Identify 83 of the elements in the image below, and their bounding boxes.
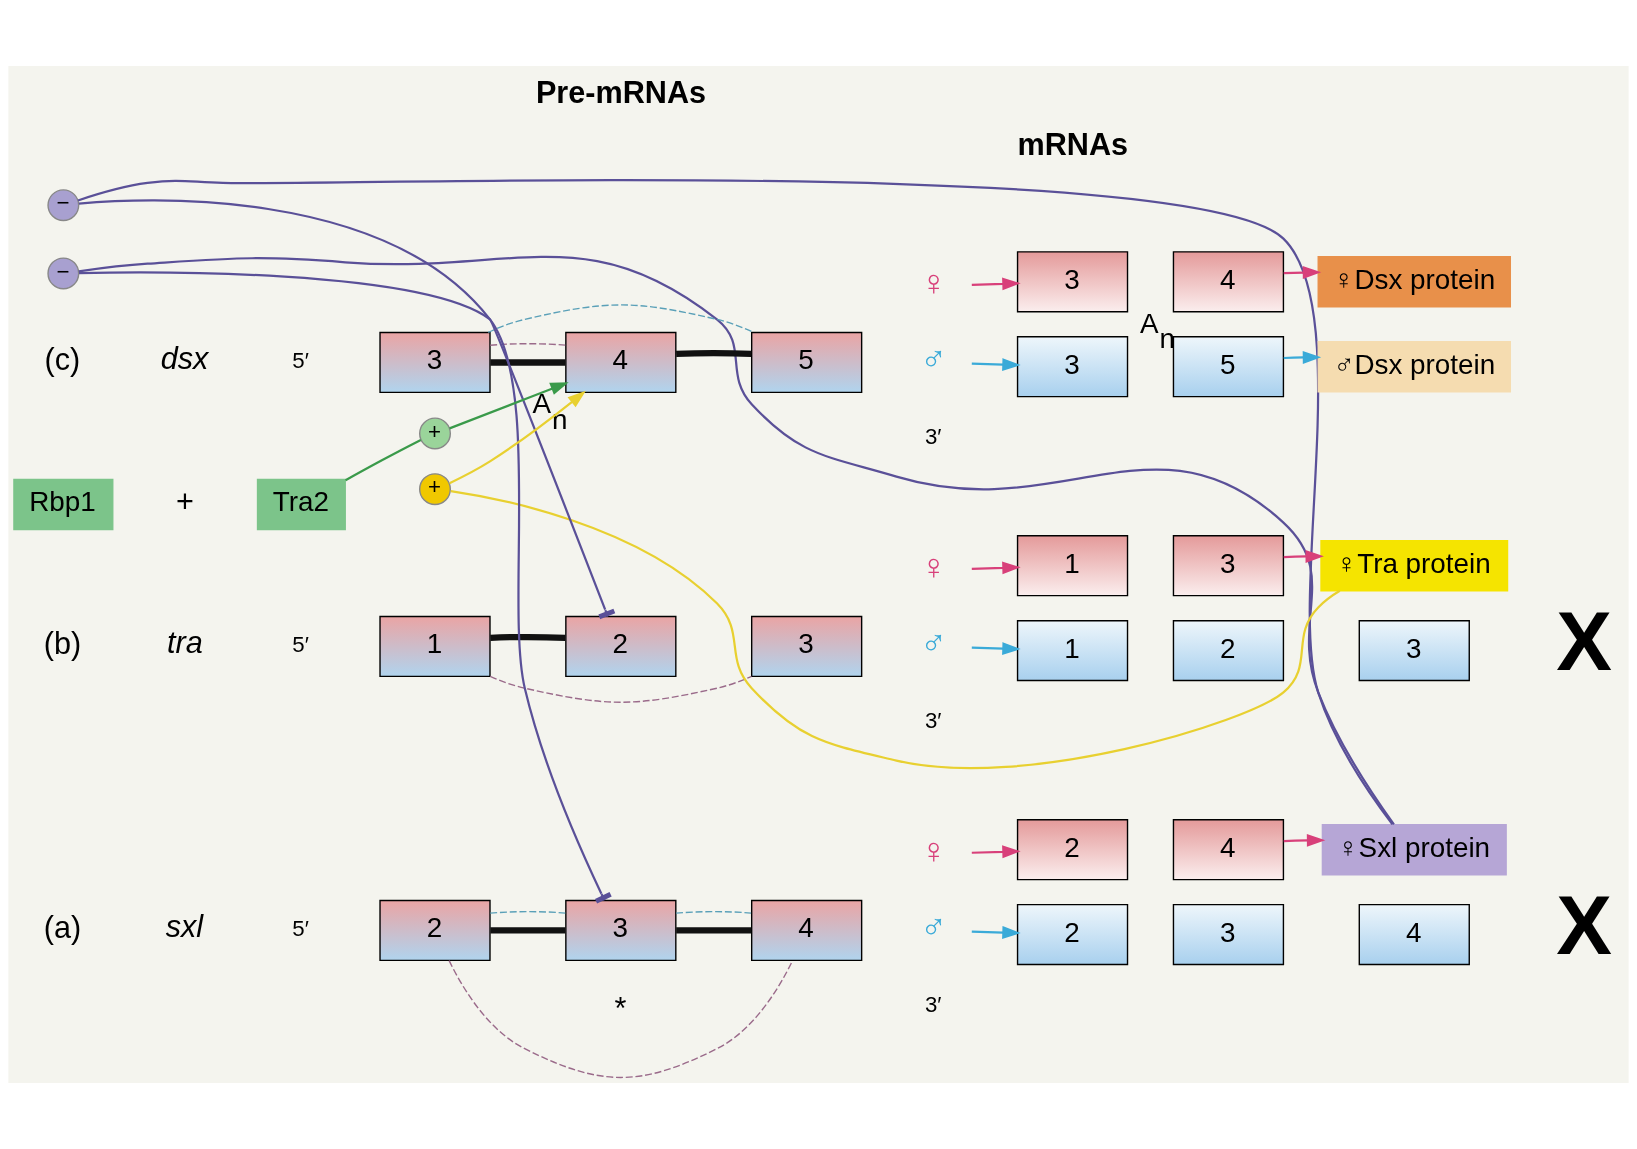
node-box: ♀Dsx protein — [1317, 256, 1511, 308]
node-box: 5 — [751, 331, 863, 394]
label: (c) — [44, 342, 81, 377]
node-box: 3 — [1172, 535, 1285, 597]
node-box: 4 — [565, 331, 677, 394]
label: + — [176, 484, 194, 519]
arrow — [1283, 351, 1322, 364]
node-box: 1 — [1016, 620, 1129, 682]
node-box: 2 — [379, 899, 491, 962]
connector — [78, 199, 612, 904]
arrow — [449, 390, 586, 485]
label: mRNAs — [1017, 126, 1129, 161]
connector — [676, 349, 752, 357]
node-box: 3 — [751, 615, 863, 678]
connector — [675, 910, 752, 914]
connector — [490, 927, 566, 934]
arrow — [449, 382, 569, 430]
node-text: ♀ — [920, 545, 948, 587]
node-box: 2 — [1016, 903, 1129, 966]
node-box: 1 — [379, 615, 491, 678]
node-box: 4 — [1358, 903, 1470, 966]
node-box: 4 — [751, 899, 863, 962]
node-box: ♀Tra protein — [1320, 539, 1509, 592]
node-box: ♀Sxl protein — [1321, 823, 1507, 876]
label: 5′ — [292, 631, 309, 657]
arrow — [1283, 833, 1326, 847]
label: 5′ — [292, 915, 309, 941]
node-box: 5 — [1172, 336, 1285, 398]
connector — [490, 633, 566, 641]
label: X — [1556, 594, 1612, 689]
node-box: 3 — [1016, 336, 1129, 398]
node-circle: − — [47, 257, 80, 290]
node-box: ♂Dsx protein — [1317, 340, 1511, 393]
node-text: ♂ — [920, 338, 948, 380]
label: * — [614, 990, 627, 1025]
connector — [489, 675, 753, 703]
arrow — [971, 358, 1021, 371]
node-box: 2 — [1172, 620, 1285, 682]
node-circle: − — [47, 189, 80, 222]
node-text: ♀ — [920, 261, 948, 303]
node-box: 4 — [1172, 251, 1285, 313]
arrow — [971, 642, 1021, 655]
node-box: 2 — [565, 615, 677, 678]
node-circle: + — [419, 417, 451, 450]
node-box: 2 — [1016, 819, 1129, 881]
label: (a) — [43, 910, 82, 945]
label: dsx — [160, 340, 209, 375]
label: 3′ — [924, 424, 942, 450]
connector — [450, 489, 1341, 770]
label: sxl — [165, 908, 204, 943]
node-box: Tra2 — [256, 478, 346, 531]
connector — [489, 343, 566, 346]
label: tra — [167, 624, 203, 659]
node-box: Rbp1 — [13, 478, 114, 531]
label: 3′ — [924, 992, 942, 1018]
label: 5′ — [292, 347, 309, 373]
node-box: 3 — [1358, 620, 1470, 682]
arrow — [1283, 550, 1324, 563]
arrow — [971, 926, 1021, 939]
label: 3′ — [924, 708, 942, 734]
arrow — [971, 277, 1021, 291]
connector — [448, 959, 794, 1079]
node-text: ♀ — [920, 829, 948, 871]
connector — [489, 910, 566, 914]
connector — [79, 271, 616, 620]
node-box: 3 — [1172, 903, 1285, 966]
node-text: ♂ — [920, 622, 948, 664]
label: (b) — [43, 626, 82, 661]
label: X — [1556, 878, 1612, 973]
label: Pre-mRNAs — [535, 75, 707, 110]
node-text: ♂ — [920, 906, 948, 948]
node-box: 3 — [1016, 251, 1129, 313]
node-box: 4 — [1172, 819, 1285, 881]
node-box: 3 — [565, 899, 677, 962]
node-box: 3 — [379, 331, 491, 394]
node-circle: + — [419, 473, 451, 506]
arrow — [971, 561, 1021, 575]
arrow — [971, 845, 1021, 859]
connector — [676, 927, 752, 934]
connector — [345, 439, 422, 482]
arrow — [1283, 266, 1322, 279]
node-box: 1 — [1016, 535, 1129, 597]
connector — [490, 359, 566, 366]
